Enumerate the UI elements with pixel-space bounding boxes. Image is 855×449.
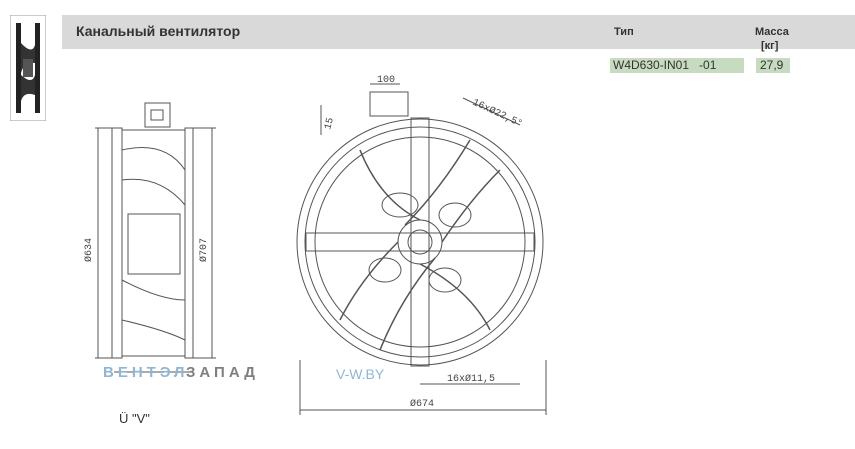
front-outer-diameter-label: Ø674 bbox=[410, 398, 434, 410]
top-left-dimension-label: 15 bbox=[323, 117, 337, 131]
type-column-label: Тип bbox=[614, 26, 634, 38]
watermark-website: V-W.BY bbox=[336, 366, 385, 382]
watermark-brand-gray: ЗАПАД bbox=[186, 364, 259, 381]
front-view bbox=[296, 83, 547, 415]
top-flange-dimension-label: 100 bbox=[377, 75, 395, 86]
watermark-brand-blue: ВЕНТЭЛ bbox=[103, 364, 189, 381]
side-inner-diameter-label: Ø634 bbox=[83, 238, 95, 262]
hole-angle-dimension-label: 16xØ22,5° bbox=[470, 97, 524, 131]
mass-column-label: Масса bbox=[755, 26, 789, 38]
type-value: W4D630-IN01 -01 bbox=[610, 58, 744, 73]
side-view bbox=[95, 102, 216, 373]
view-label: Ü "V" bbox=[119, 411, 150, 426]
fan-thumbnail-icon bbox=[10, 15, 46, 121]
bottom-holes-dimension-label: 16xØ11,5 bbox=[447, 373, 495, 385]
page-title: Канальный вентилятор bbox=[76, 23, 241, 39]
side-outer-diameter-label: Ø707 bbox=[198, 238, 210, 262]
mass-unit-label: [кг] bbox=[761, 40, 779, 52]
header-bar bbox=[62, 15, 855, 49]
mass-value: 27,9 bbox=[756, 58, 790, 73]
